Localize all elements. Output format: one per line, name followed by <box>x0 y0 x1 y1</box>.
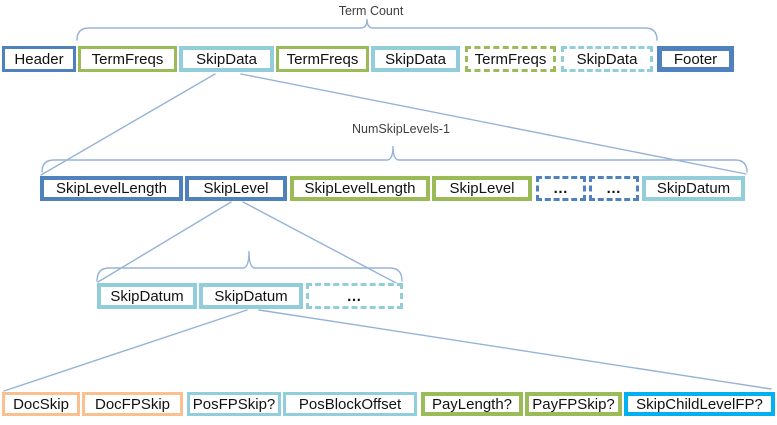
field-box: SkipLevelLength <box>290 176 430 201</box>
field-box: … <box>306 283 403 309</box>
field-box: PosBlockOffset <box>283 392 417 416</box>
fan-skipdata-left <box>40 73 216 176</box>
field-box: … <box>589 176 639 201</box>
field-box: TermFreqs <box>78 46 177 72</box>
field-box: Footer <box>657 46 734 72</box>
term-count-label: Term Count <box>338 4 404 18</box>
field-box: TermFreqs <box>465 46 556 72</box>
field-box: SkipData <box>561 46 653 72</box>
fan-skipdatum-right <box>258 309 772 390</box>
numskiplevels-label: NumSkipLevels-1 <box>352 122 450 136</box>
fan-skipdata-right <box>240 73 747 175</box>
field-box: … <box>536 176 586 201</box>
field-box: SkipChildLevelFP? <box>624 392 775 416</box>
field-box: TermFreqs <box>276 46 369 72</box>
field-box: SkipDatum <box>199 283 303 309</box>
fan-skiplevel-left <box>97 201 232 283</box>
field-box: SkipLevel <box>432 176 532 201</box>
field-box: PosFPSkip? <box>187 392 281 416</box>
field-box: SkipDatum <box>642 176 745 201</box>
field-box: SkipDatum <box>97 283 197 309</box>
field-box: DocFPSkip <box>82 392 183 416</box>
field-box: SkipData <box>179 46 274 72</box>
field-box: SkipLevelLength <box>40 176 183 201</box>
brace-skipdatum-group <box>96 250 403 282</box>
field-box: PayLength? <box>421 392 523 416</box>
brace-term-count <box>76 18 658 41</box>
field-box: SkipData <box>371 46 460 72</box>
field-box: PayFPSkip? <box>525 392 622 416</box>
field-box: DocSkip <box>2 392 80 416</box>
brace-numskiplevels <box>41 145 748 173</box>
fan-skiplevel-right <box>242 201 399 285</box>
field-box: Header <box>2 46 76 72</box>
fan-skipdatum-left <box>3 309 248 392</box>
field-box: SkipLevel <box>185 176 287 201</box>
